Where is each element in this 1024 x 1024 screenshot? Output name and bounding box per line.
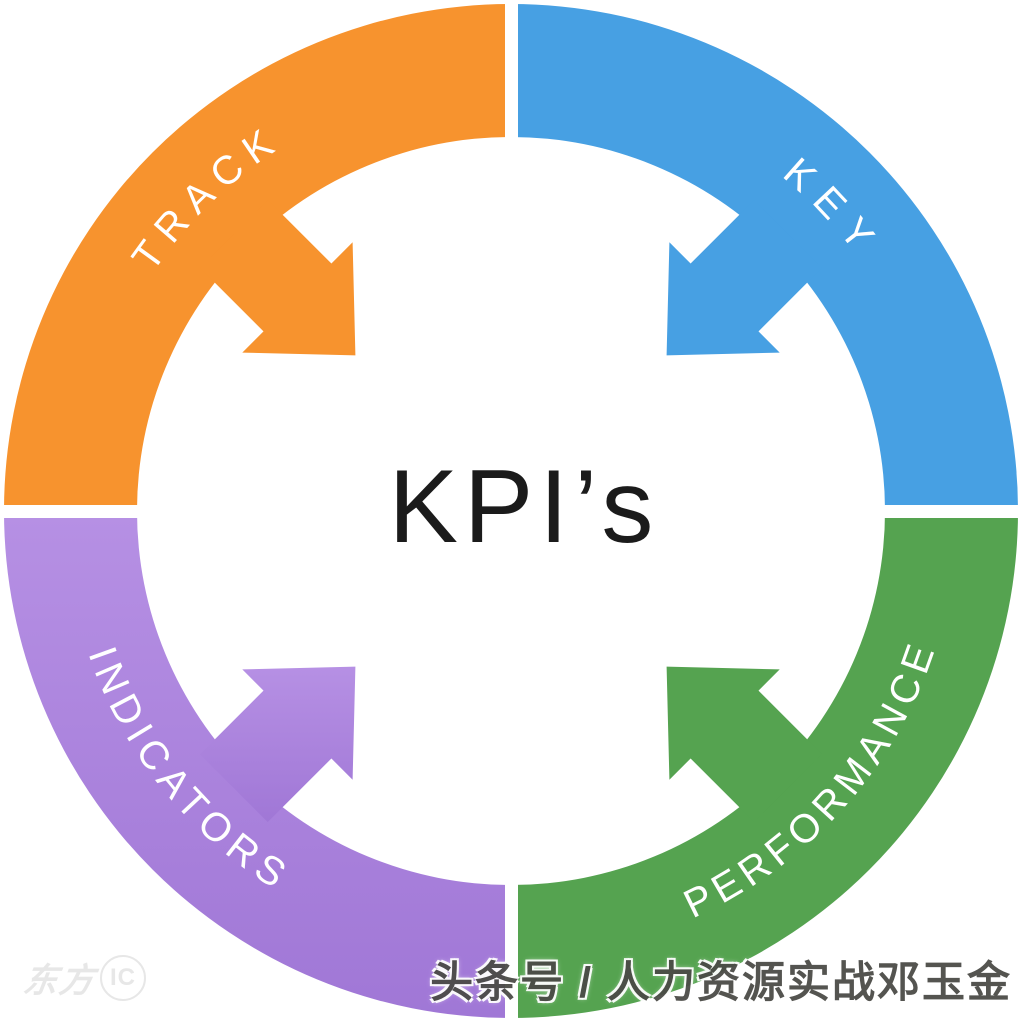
segment-key <box>511 4 1018 511</box>
performance-inward-arrow-icon <box>666 666 823 823</box>
quadrant-gap-horizontal <box>0 505 1024 518</box>
stock-watermark: 东方 IC <box>20 953 146 1002</box>
center-title: KPI’s <box>389 449 660 565</box>
track-ring-sector <box>4 4 511 511</box>
key-ring-sector <box>511 4 1018 511</box>
indicators-ring-sector <box>4 511 511 1018</box>
track-inward-arrow-icon <box>199 199 356 356</box>
performance-ring-sector <box>511 511 1018 1018</box>
segment-performance <box>511 511 1018 1018</box>
key-inward-arrow-icon <box>666 199 823 356</box>
watermark-ic-badge: IC <box>100 954 146 1001</box>
segment-indicators <box>4 511 511 1018</box>
caption-text: 头条号 / 人力资源实战邓玉金 <box>430 959 1012 1007</box>
segment-track <box>4 4 511 511</box>
watermark-script-text: 东方 <box>20 962 99 1000</box>
indicators-inward-arrow-icon <box>199 666 356 823</box>
